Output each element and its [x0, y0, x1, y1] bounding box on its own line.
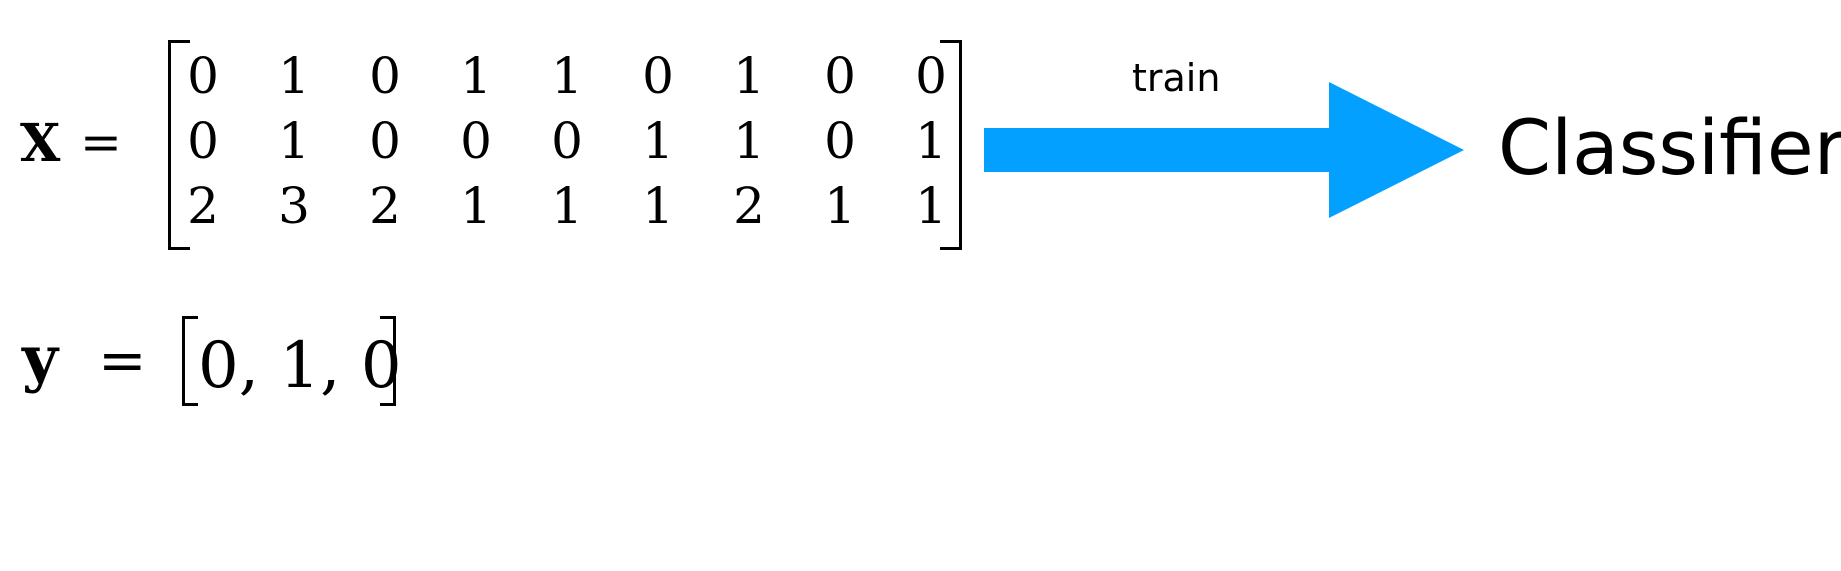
matrix-cell: 2 [369, 177, 401, 235]
matrix-cell: 2 [733, 177, 765, 235]
train-arrow-shape [984, 82, 1464, 218]
matrix-cell: 1 [915, 112, 947, 170]
train-arrow-icon [984, 82, 1464, 218]
x-matrix-left-bracket [168, 40, 190, 250]
matrix-cell: 0 [915, 47, 947, 105]
matrix-cell: 0 [187, 112, 219, 170]
classifier-label: Classifier [1498, 103, 1841, 192]
x-equals-sign: = [80, 113, 122, 171]
x-matrix-symbol: X [20, 113, 61, 174]
matrix-cell: 0 [642, 47, 674, 105]
matrix-cell: 0 [187, 47, 219, 105]
y-vector-values: 0, 1, 0 [198, 329, 402, 403]
matrix-cell: 1 [278, 47, 310, 105]
matrix-cell: 1 [642, 177, 674, 235]
y-vector-right-bracket [380, 316, 396, 406]
y-equals-sign: = [98, 326, 147, 394]
matrix-cell: 0 [369, 112, 401, 170]
matrix-cell: 3 [278, 177, 310, 235]
matrix-cell: 1 [551, 177, 583, 235]
matrix-cell: 1 [278, 112, 310, 170]
matrix-cell: 0 [369, 47, 401, 105]
y-vector-left-bracket [182, 316, 198, 406]
x-matrix-right-bracket [940, 40, 962, 250]
matrix-cell: 1 [460, 47, 492, 105]
matrix-cell: 1 [915, 177, 947, 235]
matrix-cell: 1 [733, 47, 765, 105]
y-vector-symbol: y [22, 322, 59, 395]
matrix-cell: 1 [642, 112, 674, 170]
matrix-cell: 0 [824, 112, 856, 170]
matrix-cell: 1 [460, 177, 492, 235]
matrix-cell: 0 [551, 112, 583, 170]
matrix-cell: 0 [460, 112, 492, 170]
matrix-cell: 2 [187, 177, 219, 235]
train-label: train [1132, 56, 1221, 100]
matrix-cell: 1 [824, 177, 856, 235]
matrix-cell: 1 [733, 112, 765, 170]
matrix-cell: 1 [551, 47, 583, 105]
matrix-cell: 0 [824, 47, 856, 105]
